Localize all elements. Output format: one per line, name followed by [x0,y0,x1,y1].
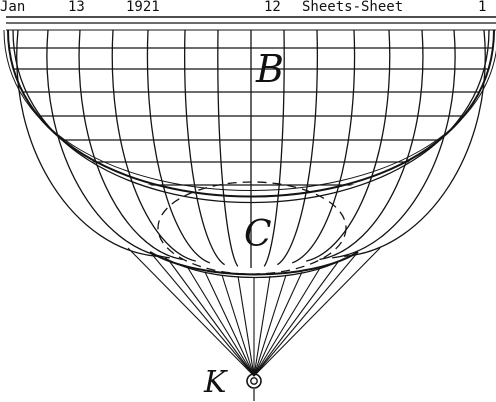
meridian-2 [78,29,183,261]
suspension-line-1 [169,261,255,377]
header-date-year: 1921 [126,0,160,15]
suspension-line-0 [149,251,255,377]
meridian-0 [16,29,158,257]
meridian-4 [146,29,211,264]
meridian-8 [263,29,285,267]
header-date-month: Jan [0,0,25,15]
label-b: B [255,47,284,91]
suspension-line-14 [253,247,381,377]
suspension-line-3 [204,271,255,377]
bottom-ring-inner [164,257,346,279]
header-date-day: 13 [68,0,85,15]
suspension-line-7 [253,275,271,377]
meridian-5 [183,29,225,266]
bowl-outline [3,29,496,203]
label-c: C [244,214,272,255]
suspension-line-10 [253,267,321,377]
suspension-line-4 [221,274,255,377]
suspension-line-2 [187,267,255,377]
suspension-line-13 [127,247,255,377]
suspension-lines [127,247,381,377]
meridian-3 [111,29,196,262]
meridian-12 [319,29,424,261]
header-sheet-number: 1 [478,0,486,15]
horizontal-grid-lines [8,47,494,186]
meridian-11 [306,29,391,262]
top-rails [6,16,496,31]
apex-ring-inner [250,377,258,385]
meridian-13 [332,29,456,259]
header-sheets-label: Sheets-Sheet [302,0,403,15]
meridian-lines [16,29,486,268]
header-sheet-count: 12 [264,0,281,15]
meridian-6 [217,29,239,267]
label-k: K [203,365,228,400]
suspension-line-5 [237,275,255,377]
suspension-line-8 [253,274,287,377]
suspension-line-11 [253,261,339,377]
meridian-1 [46,29,170,259]
suspension-line-12 [253,251,359,377]
meridian-10 [291,29,356,264]
apex-ring-outer [246,373,262,389]
meridian-14 [344,29,486,257]
suspension-line-9 [253,271,303,377]
